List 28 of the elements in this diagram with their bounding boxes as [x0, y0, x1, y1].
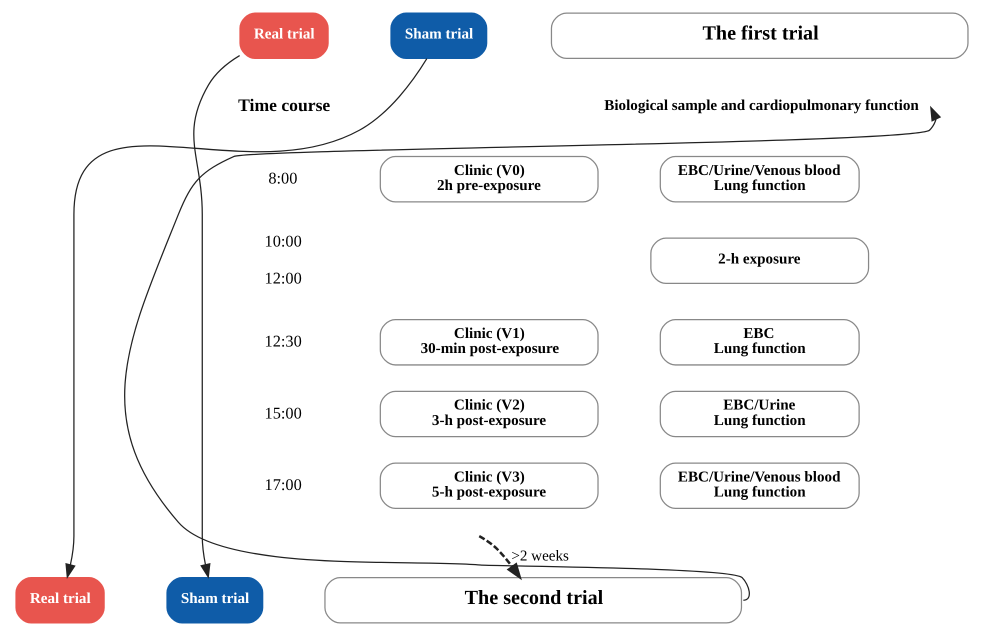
- label: 15:00: [264, 403, 302, 422]
- node-box: Clinic (V0) 2h pre-exposure: [379, 156, 598, 202]
- arrow: [64, 58, 427, 579]
- label: 8:00: [268, 168, 297, 188]
- label: 12:00: [264, 268, 302, 288]
- arrow: [124, 106, 941, 600]
- node-box: EBC/Urine/Venous blood Lung function: [659, 156, 860, 202]
- label: 10:00: [264, 231, 302, 250]
- node-box: Sham trial: [390, 12, 487, 60]
- node-box: Real trial: [14, 576, 104, 624]
- node-text: Biological sample and cardiopulmonary function: [604, 98, 918, 114]
- node-box: Clinic (V3) 5-h post-exposure: [379, 462, 598, 510]
- arrow: [478, 535, 522, 580]
- node-box: Clinic (V2) 3-h post-exposure: [379, 390, 598, 438]
- node-box: The second trial: [324, 576, 742, 624]
- label: 17:00: [264, 475, 302, 494]
- label: Time course: [238, 94, 330, 115]
- node-box: 2-h exposure: [650, 237, 869, 284]
- node-box: EBC/Urine/Venous blood Lung function: [659, 462, 860, 510]
- label: 12:30: [264, 332, 302, 351]
- node-box: EBC Lung function: [659, 319, 860, 366]
- edge-label: >2 weeks: [510, 548, 568, 565]
- node-box: Clinic (V1) 30-min post-exposure: [379, 319, 598, 366]
- node-box: EBC/Urine Lung function: [659, 390, 860, 438]
- node-box: Real trial: [238, 12, 328, 60]
- arrow: [192, 55, 240, 579]
- node-box: Sham trial: [166, 576, 263, 624]
- node-box: The first trial: [550, 12, 968, 60]
